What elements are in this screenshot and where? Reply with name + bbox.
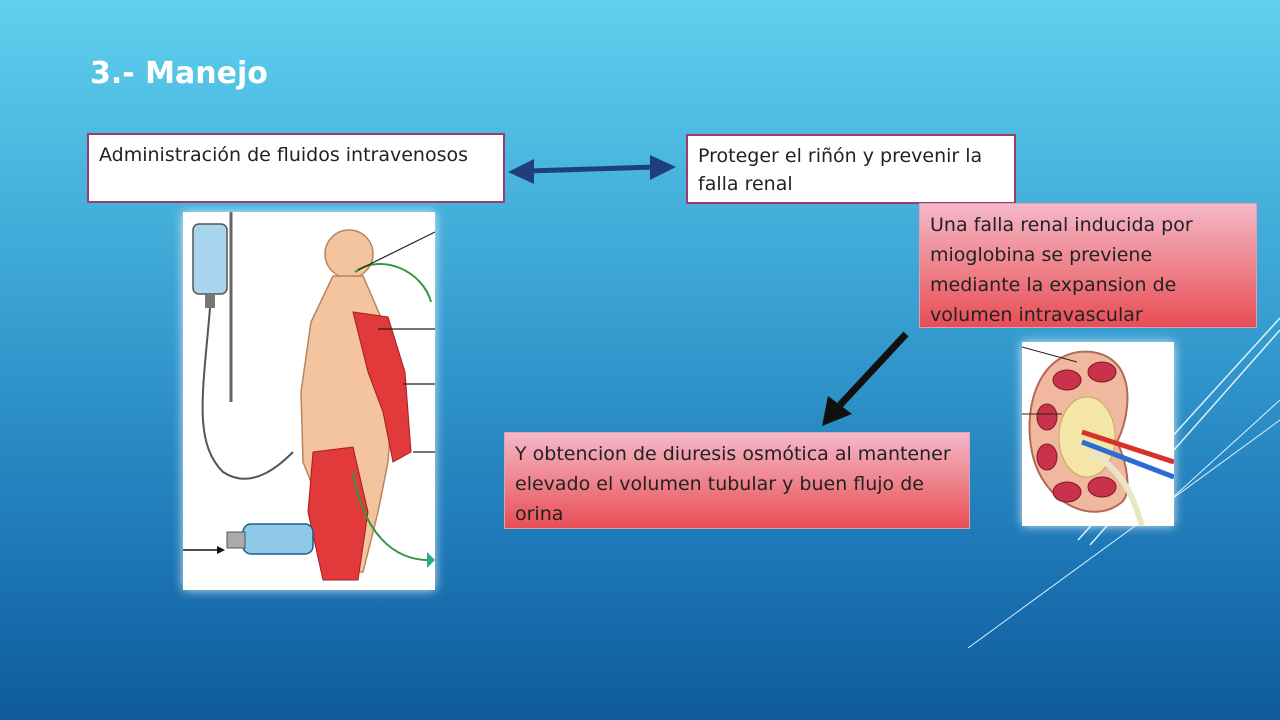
diuresis-box: Y obtencion de diuresis osmótica al mant…	[504, 432, 970, 529]
double-arrow	[508, 155, 676, 184]
fluids-box: Administración de fluidos intravenosos	[87, 133, 505, 203]
kidney-cross-section-illustration	[1021, 342, 1175, 527]
iv-fluid-patient-illustration	[183, 212, 436, 590]
slide-title: 3.- Manejo	[90, 56, 268, 91]
myoglobin-box: Una falla renal inducida por mioglobina …	[919, 203, 1257, 328]
protect-kidney-box: Proteger el riñón y prevenir la falla re…	[686, 134, 1016, 204]
down-left-arrow	[822, 331, 909, 426]
